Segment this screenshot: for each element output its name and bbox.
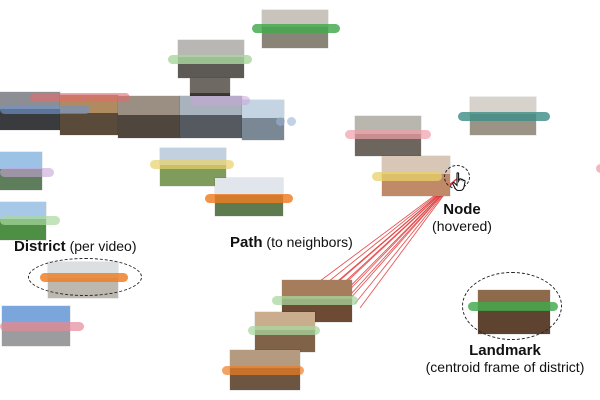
frame-thumbnail[interactable]: [355, 116, 421, 156]
neighbor-path-line: [348, 179, 456, 301]
video-band: [30, 93, 130, 102]
node-label-title: Node: [443, 201, 481, 218]
video-band: [205, 194, 293, 203]
district-ring: [28, 258, 142, 296]
video-band: [190, 96, 250, 105]
video-band: [150, 160, 234, 169]
neighbor-path-line: [305, 177, 459, 301]
video-band: [345, 130, 431, 139]
neighbor-path-line: [359, 179, 456, 309]
path-label: Path (to neighbors): [230, 234, 353, 252]
neighbor-path-line: [354, 179, 456, 305]
video-band: [458, 112, 550, 121]
video-band: [0, 105, 90, 114]
landmark-label-title: Landmark: [469, 342, 541, 359]
node-label: Node (hovered): [420, 201, 504, 234]
video-band: [0, 216, 60, 225]
video-band: [0, 322, 84, 331]
neighbor-path-line: [299, 177, 459, 297]
node-label-note: (hovered): [432, 218, 492, 234]
neighbor-path-line: [343, 179, 457, 297]
landmark-ring: [462, 272, 562, 340]
frame-thumbnail[interactable]: [118, 96, 180, 138]
video-band: [272, 296, 358, 305]
hand-pointer-icon: [452, 172, 466, 192]
video-band: [248, 326, 320, 335]
video-band: [222, 366, 304, 375]
district-label-title: District: [14, 238, 66, 255]
frame-thumbnail[interactable]: [242, 100, 284, 140]
video-band: [252, 24, 340, 33]
video-band: [372, 172, 442, 181]
point-marker: [276, 117, 285, 126]
neighbor-path-line: [321, 178, 458, 297]
landmark-label-note: (centroid frame of district): [425, 359, 585, 375]
point-marker: [287, 117, 296, 126]
neighbor-path-line: [326, 178, 457, 301]
landmark-label: Landmark (centroid frame of district): [410, 342, 600, 375]
video-band: [168, 55, 252, 64]
point-marker: [596, 164, 600, 173]
district-label-note: (per video): [65, 238, 137, 254]
frame-thumbnail[interactable]: [255, 312, 315, 352]
district-label: District (per video): [14, 238, 137, 256]
video-band: [0, 168, 54, 177]
path-label-note: (to neighbors): [262, 234, 353, 250]
path-label-title: Path: [230, 234, 263, 251]
